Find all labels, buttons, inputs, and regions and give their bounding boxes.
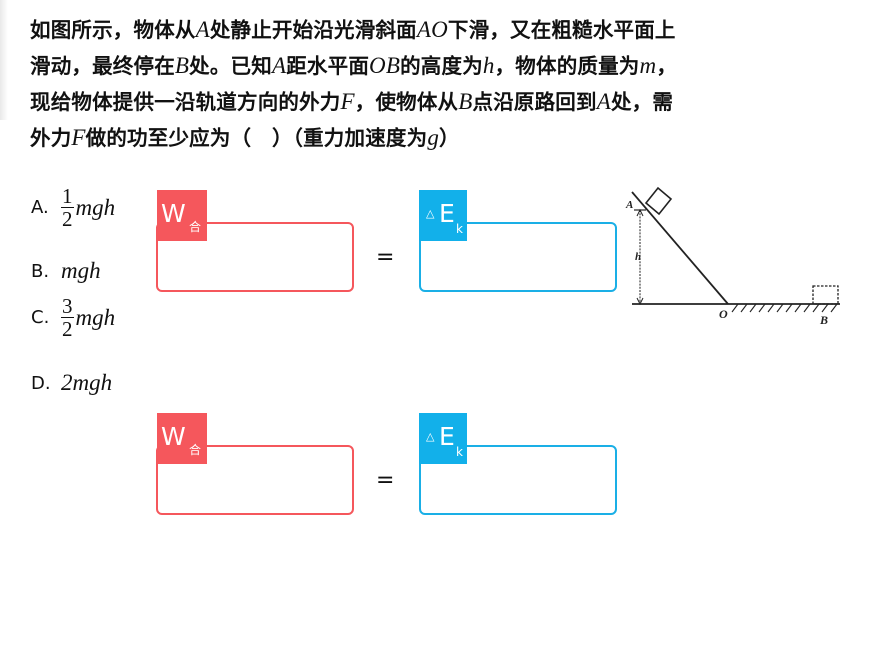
var-a: A [271, 53, 287, 78]
work-total-label: W 合 [157, 190, 207, 241]
equals-sign: = [376, 245, 395, 270]
rough-surface-hatching [731, 303, 838, 313]
question-line-1: 如图所示，物体从A处静止开始沿光滑斜面AO下滑，又在粗糙水平面上 [30, 17, 676, 42]
block-at-b-dashed [812, 285, 839, 305]
fraction: 3 2 [61, 294, 74, 341]
label-b: B [819, 313, 828, 327]
label-h: h [635, 251, 641, 263]
option-expression: mgh [75, 194, 116, 220]
option-letter: B. [31, 260, 50, 282]
delta-icon: △ [426, 207, 435, 220]
arrow-up-icon [636, 208, 644, 217]
incline-diagram: A h O B [625, 186, 840, 327]
var-m: m [639, 53, 657, 78]
var-ao: AO [416, 17, 448, 42]
var-f: F [71, 125, 86, 150]
var-a: A [596, 89, 611, 114]
label-a: A [625, 199, 633, 211]
delta-icon: △ [426, 430, 435, 443]
option-letter: D. [31, 372, 51, 394]
question-line-2: 滑动，最终停在B处。已知A距水平面OB的高度为h，物体的质量为m， [30, 53, 678, 78]
question-line-4: 外力F做的功至少应为（ ）（重力加速度为g） [30, 125, 460, 150]
arrow-down-icon [636, 297, 644, 306]
option-letter: A. [31, 197, 49, 218]
var-g: g [427, 125, 440, 150]
var-ob: OB [369, 53, 401, 78]
option-expression: mgh [75, 304, 116, 330]
option-c[interactable]: C. 3 2 mgh [31, 294, 116, 341]
fraction: 1 2 [61, 184, 74, 231]
option-expression: mgh [72, 370, 113, 395]
page-edge-shadow [0, 0, 8, 120]
block-at-a [644, 186, 673, 216]
option-expression: mgh [61, 258, 101, 283]
kinetic-energy-change-label: △ E k [419, 190, 467, 241]
option-a[interactable]: A. 1 2 mgh [31, 184, 116, 231]
var-b: B [458, 89, 473, 114]
question-line-3: 现给物体提供一沿轨道方向的外力F，使物体从B点沿原路回到A处，需 [30, 89, 674, 114]
incline-slope-ao [631, 191, 729, 305]
var-b: B [174, 53, 190, 78]
var-a: A [195, 17, 210, 42]
equals-sign: = [376, 468, 395, 493]
work-total-label: W 合 [157, 413, 207, 464]
label-o: O [719, 307, 728, 321]
option-letter: C. [31, 307, 50, 328]
var-f: F [340, 89, 355, 114]
question-text: 如图所示，物体从A处静止开始沿光滑斜面AO下滑，又在粗糙水平面上 滑动，最终停在… [30, 12, 870, 156]
option-b[interactable]: B. mgh [31, 258, 101, 284]
kinetic-energy-change-label: △ E k [419, 413, 467, 464]
var-h: h [482, 53, 495, 78]
